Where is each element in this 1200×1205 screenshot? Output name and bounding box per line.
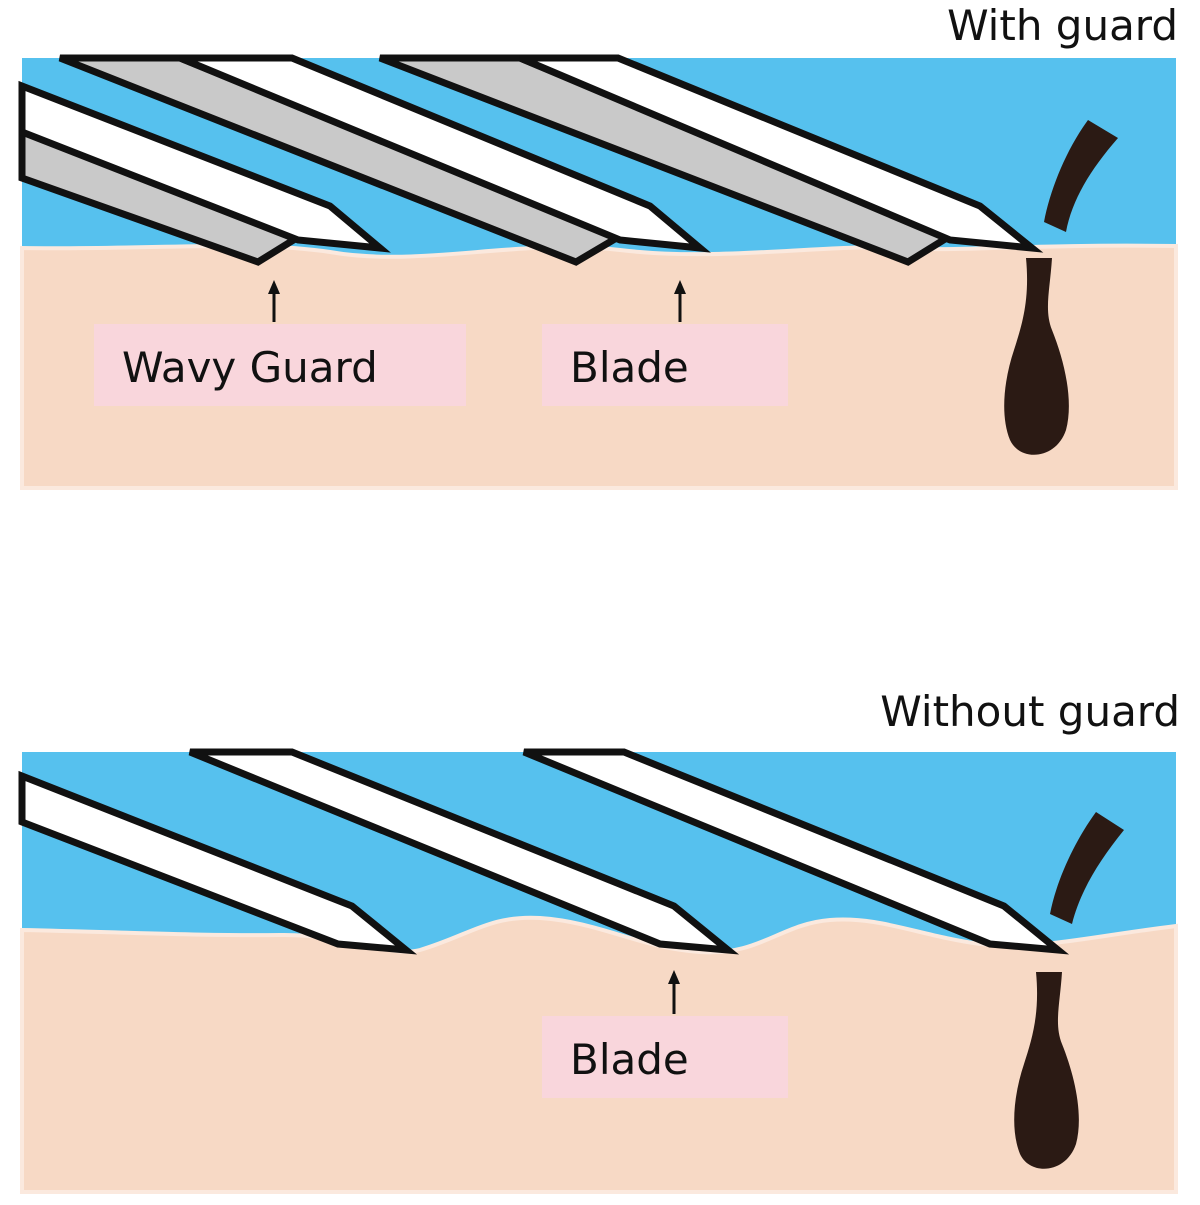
blade-with-guard-3 [378,54,1044,266]
blade [522,748,1070,955]
blade [18,80,391,253]
blade [178,54,711,253]
label-text: Blade [570,343,689,392]
hair-shaft-cut [1050,812,1124,924]
panel-without-guard: Without guard Blade [18,687,1180,1194]
panel-title-without-guard: Without guard [880,687,1180,736]
blade-without-guard-2 [188,748,740,955]
label-text: Wavy Guard [122,343,378,392]
label-wavy-guard: Wavy Guard [94,280,466,406]
blade-with-guard-1 [18,80,391,266]
blade-without-guard-1 [18,770,418,955]
label-blade-with-guard: Blade [542,280,788,406]
hair-follicle [1004,258,1069,455]
blade-without-guard-3 [522,748,1070,955]
blade [188,748,740,955]
label-blade-without-guard: Blade [542,970,788,1098]
hair [1014,812,1124,1169]
panel-with-guard: With guard Wavy Guard [18,1,1178,490]
blade-with-guard-2 [58,54,711,266]
hair-shaft-cut [1044,120,1118,232]
hair-follicle [1014,972,1079,1169]
panel-title-with-guard: With guard [947,1,1178,50]
hair [1004,120,1118,455]
label-text: Blade [570,1035,689,1084]
blade [518,54,1044,253]
blade [18,770,418,955]
